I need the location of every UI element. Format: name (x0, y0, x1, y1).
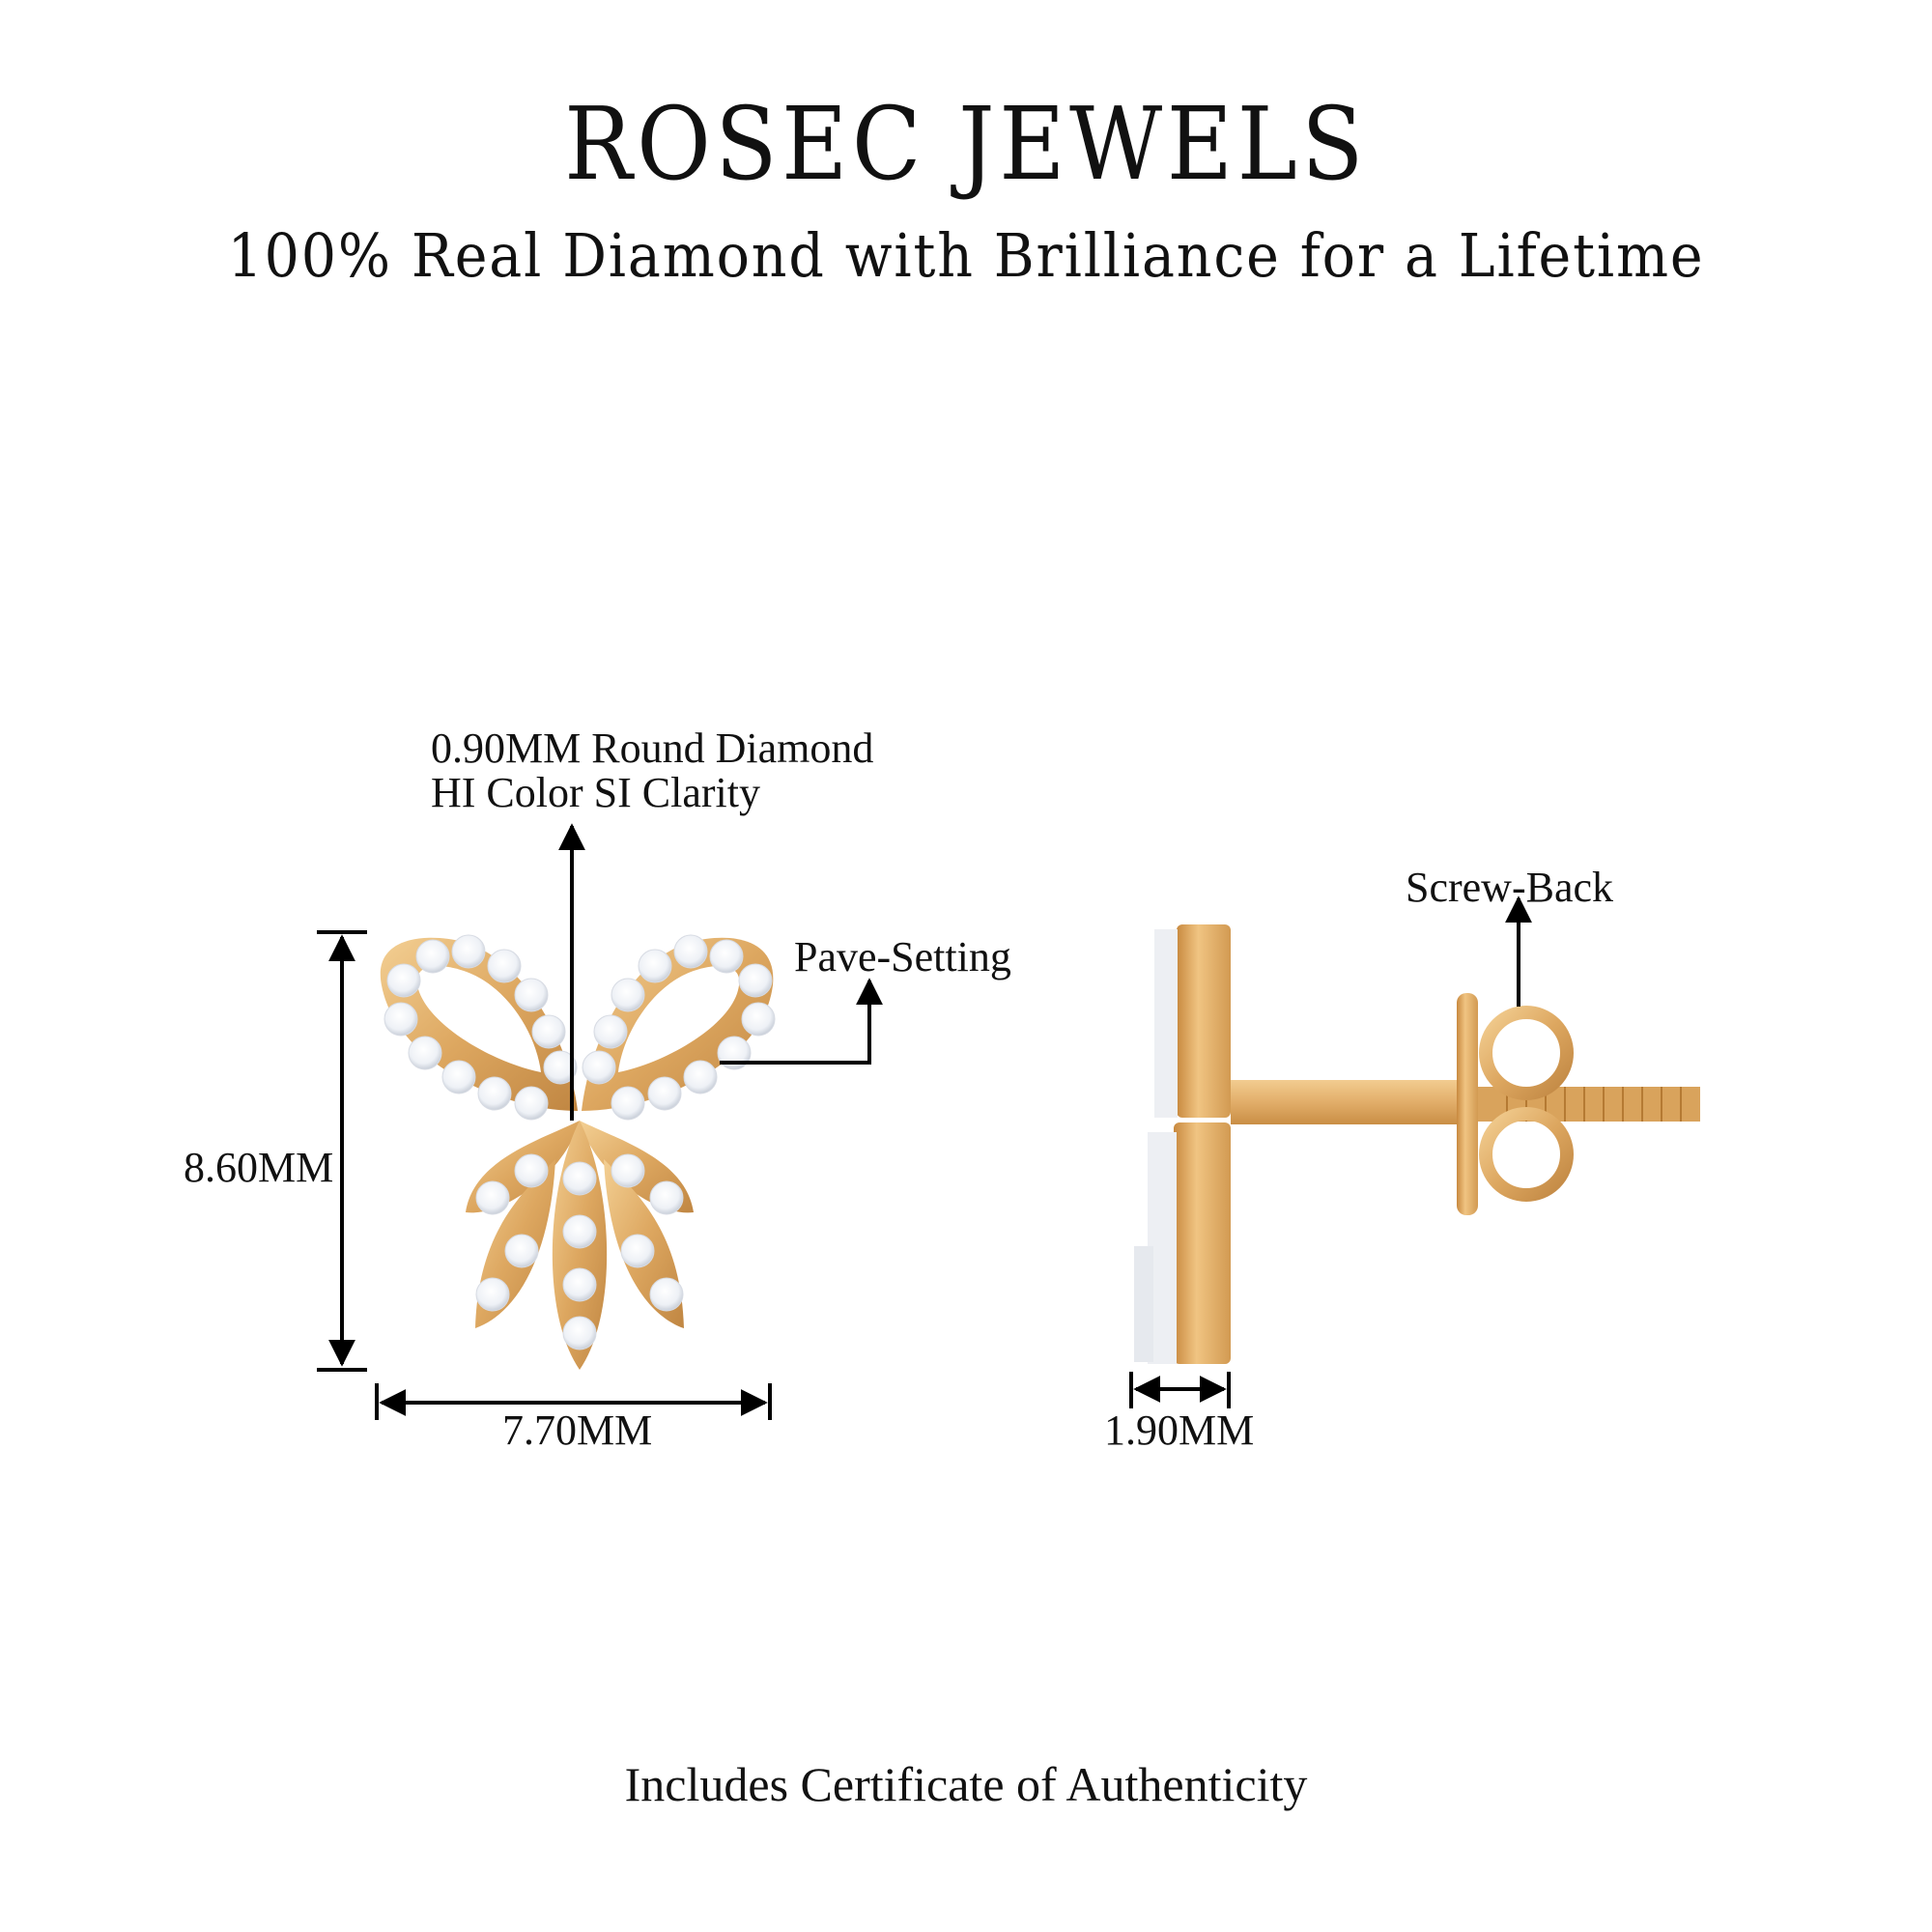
depth-dimension-label: 1.90MM (1104, 1406, 1255, 1454)
diamond-spec-label: 0.90MM Round Diamond HI Color SI Clarity (431, 726, 873, 815)
earring-side-view (1134, 924, 1700, 1364)
screw-back-label: Screw-Back (1406, 864, 1614, 911)
tagline: 100% Real Diamond with Brilliance for a … (227, 220, 1705, 291)
certificate-note: Includes Certificate of Authenticity (624, 1757, 1308, 1811)
diamond-size-text: 0.90MM Round Diamond (431, 724, 874, 772)
brand-title: ROSEC JEWELS (564, 85, 1368, 203)
earring-front-view (380, 934, 776, 1370)
dimension-lines (317, 823, 1532, 1420)
diamond-grade-text: HI Color SI Clarity (431, 769, 760, 816)
width-dimension-label: 7.70MM (502, 1406, 653, 1454)
pave-setting-label: Pave-Setting (794, 933, 1011, 980)
height-dimension-label: 8.60MM (184, 1144, 334, 1191)
